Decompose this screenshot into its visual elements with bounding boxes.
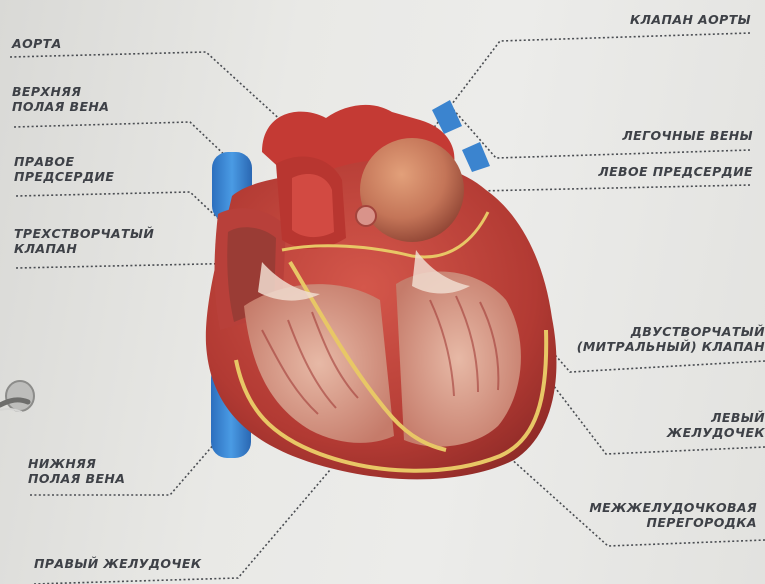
aortic-valve-shape: [356, 206, 376, 226]
label-tricuspid-valve: ТРЕХСТВОРЧАТЫЙ КЛАПАН: [14, 226, 154, 256]
label-aorta: АОРТА: [12, 36, 62, 51]
label-left-ventricle: ЛЕВЫЙ ЖЕЛУДОЧЕК: [667, 410, 765, 440]
label-right-atrium: ПРАВОЕ ПРЕДСЕРДИЕ: [14, 154, 114, 184]
heart-illustration: [206, 100, 557, 479]
label-inferior-vena-cava: НИЖНЯЯ ПОЛАЯ ВЕНА: [28, 456, 125, 486]
label-mitral-valve: ДВУСТВОРЧАТЫЙ (МИТРАЛЬНЫЙ) КЛАПАН: [577, 324, 765, 354]
label-superior-vena-cava: ВЕРХНЯЯ ПОЛАЯ ВЕНА: [12, 84, 109, 114]
label-septum: МЕЖЖЕЛУДОЧКОВАЯ ПЕРЕГОРОДКА: [589, 500, 757, 530]
label-left-atrium: ЛЕВОЕ ПРЕДСЕРДИЕ: [598, 164, 753, 179]
left-atrium-shape: [360, 138, 464, 242]
binder-ring-icon: [0, 381, 34, 412]
label-aortic-valve: КЛАПАН АОРТЫ: [630, 12, 751, 27]
label-right-ventricle: ПРАВЫЙ ЖЕЛУДОЧЕК: [34, 556, 201, 571]
left-ventricle-cavity: [396, 271, 521, 446]
leader-right-atrium: [16, 192, 222, 222]
label-pulmonary-veins: ЛЕГОЧНЫЕ ВЕНЫ: [622, 128, 753, 143]
